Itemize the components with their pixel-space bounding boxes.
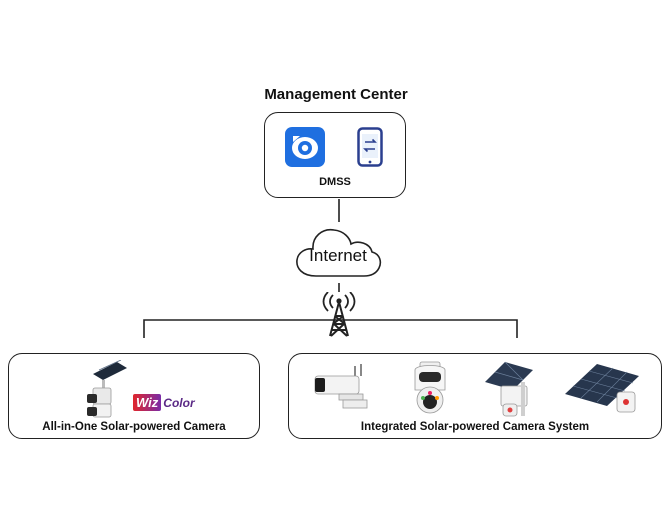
solar-pole-camera-icon	[481, 360, 537, 418]
integrated-system-box: Integrated Solar-powered Camera System	[288, 353, 662, 439]
dmss-app-icon[interactable]	[285, 127, 325, 167]
integrated-system-label: Integrated Solar-powered Camera System	[360, 421, 590, 433]
management-center-box: DMSS	[264, 112, 406, 198]
color-text: Color	[163, 396, 195, 410]
cloud-icon: Internet	[294, 222, 382, 282]
internet-label: Internet	[309, 246, 367, 265]
bullet-camera-icon	[313, 364, 369, 410]
dmss-label: DMSS	[319, 176, 351, 188]
management-center-title: Management Center	[264, 86, 408, 103]
solar-camera-icon	[85, 359, 133, 420]
all-in-one-label: All-in-One Solar-powered Camera	[42, 421, 226, 433]
solar-panel-array-icon	[561, 358, 643, 416]
cell-tower-icon	[317, 291, 361, 338]
mobile-phone-icon	[357, 127, 383, 167]
ptz-dome-camera-icon	[407, 360, 453, 416]
wiz-text: Wiz	[133, 394, 162, 411]
